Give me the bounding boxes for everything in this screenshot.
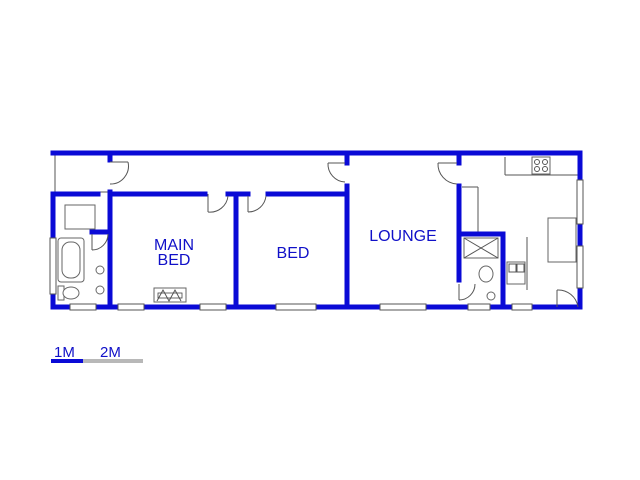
- counter-icon: [547, 217, 577, 263]
- door-lounge-left: [327, 162, 346, 183]
- scale-bar: 1M 2M: [51, 344, 143, 363]
- label-lounge: LOUNGE: [369, 228, 437, 245]
- plan-outline: [54, 152, 578, 300]
- sink-icon: [506, 261, 526, 285]
- scale-bar-segment-2m: [83, 359, 143, 363]
- scale-label-2m: 2M: [100, 344, 121, 361]
- fireplace-icon: [153, 287, 187, 303]
- bathtub-icon: [57, 237, 85, 283]
- room-labels: MAIN BED BED LOUNGE: [154, 228, 437, 269]
- window-right-1: [576, 179, 584, 225]
- window-bathroom-left: [49, 237, 57, 295]
- window-bottom-1: [69, 303, 97, 311]
- toilet-icon: [57, 285, 80, 301]
- label-main-bed-line2: BED: [158, 252, 191, 269]
- label-main-bed-line1: MAIN: [154, 237, 194, 254]
- door-lounge-right: [437, 162, 458, 185]
- cupboard-icon: [64, 204, 96, 230]
- stove-icon: [531, 156, 551, 175]
- scale-bar-segment-1m: [51, 359, 83, 363]
- shower-icon: [463, 237, 499, 259]
- window-bottom-2: [117, 303, 145, 311]
- label-bed: BED: [277, 245, 310, 262]
- door-main-bed: [207, 194, 229, 213]
- window-bottom-3: [199, 303, 227, 311]
- window-bottom-5: [379, 303, 427, 311]
- windows: [49, 179, 584, 311]
- door-wc: [458, 283, 476, 301]
- door-bed: [247, 195, 267, 213]
- window-bottom-7: [511, 303, 533, 311]
- window-right-2: [576, 245, 584, 289]
- door-bathroom: [91, 233, 109, 251]
- basin-icon: [95, 265, 105, 295]
- doors: [91, 161, 579, 308]
- window-bottom-4: [275, 303, 317, 311]
- door-entrance-left: [109, 161, 129, 185]
- walls: [50, 150, 583, 310]
- door-kitchen-exterior: [556, 289, 579, 308]
- scale-label-1m: 1M: [54, 344, 75, 361]
- wc-toilet-icon: [478, 265, 496, 301]
- fixtures: [57, 156, 577, 303]
- window-bottom-6: [467, 303, 491, 311]
